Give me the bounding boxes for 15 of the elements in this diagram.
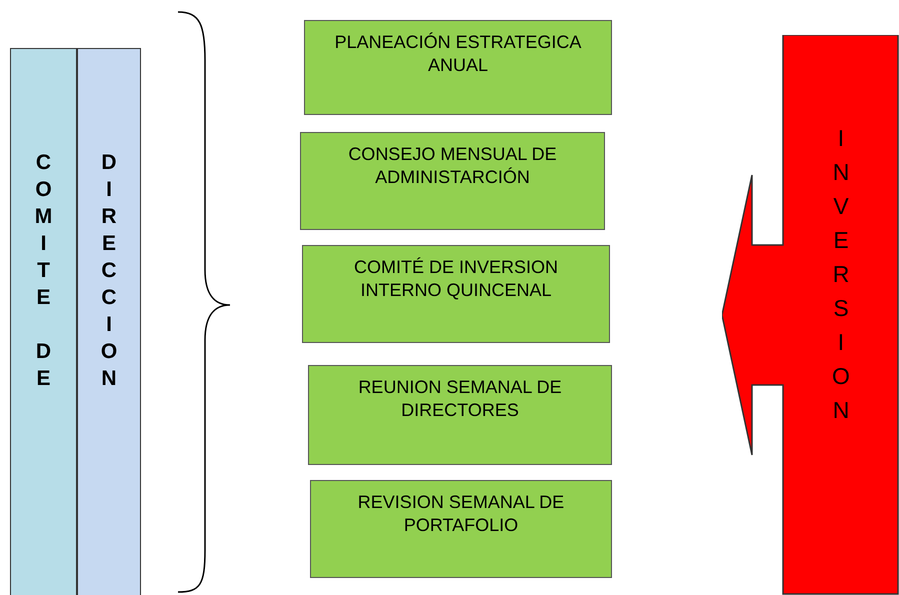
vertical-band <box>10 48 77 595</box>
process-box <box>310 480 612 578</box>
box-label: REVISION SEMANAL DE PORTAFOLIO <box>356 491 566 537</box>
vertical-label: INVERSION <box>829 125 852 431</box>
vertical-label: COMITE DE <box>33 151 54 394</box>
process-box <box>300 132 605 230</box>
box-label: COMITÉ DE INVERSION INTERNO QUINCENAL <box>352 256 560 302</box>
process-box <box>304 20 612 115</box>
box-label: PLANEACIÓN ESTRATEGICA ANUAL <box>334 31 582 77</box>
process-box <box>308 365 612 465</box>
box-label: REUNION SEMANAL DE DIRECTORES <box>357 376 563 422</box>
process-box <box>302 245 610 343</box>
vertical-band <box>77 48 141 595</box>
box-label: CONSEJO MENSUAL DE ADMINISTARCIÓN <box>347 143 558 189</box>
vertical-label: DIRECCION <box>98 151 120 394</box>
